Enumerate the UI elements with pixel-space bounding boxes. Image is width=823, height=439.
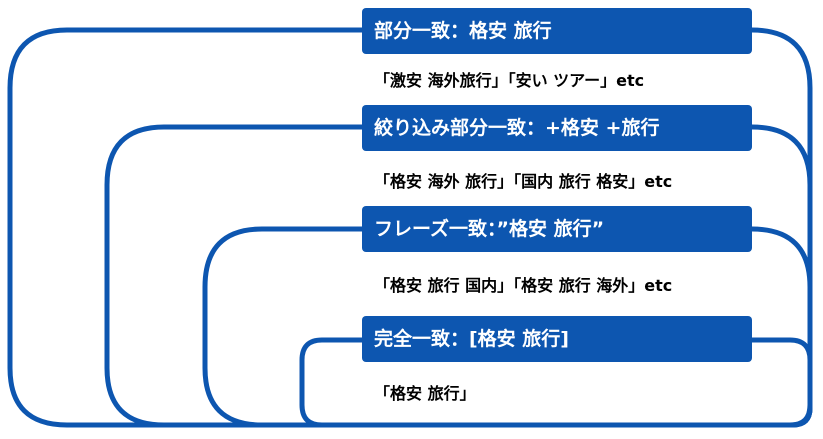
phrase-match-label: フレーズ一致：”格安 旅行”: [362, 206, 752, 252]
modified-broad-match-label: 絞り込み部分一致：+格安 +旅行: [362, 105, 752, 151]
frame-phrase: [202, 226, 813, 428]
exact-match-examples: 「格安 旅行」: [374, 384, 476, 403]
frame-exact: [299, 337, 813, 428]
broad-match-label: 部分一致：格安 旅行: [362, 8, 752, 54]
frame-broad: [7, 27, 813, 428]
broad-match-examples: 「激安 海外旅行」「安い ツアー」etc: [374, 71, 645, 90]
exact-match-label: 完全一致：[格安 旅行]: [362, 316, 752, 362]
modified-broad-match-examples: 「格安 海外 旅行」「国内 旅行 格安」etc: [374, 172, 673, 191]
frame-modified-broad: [104, 124, 813, 428]
phrase-match-examples: 「格安 旅行 国内」「格安 旅行 海外」etc: [374, 276, 673, 295]
